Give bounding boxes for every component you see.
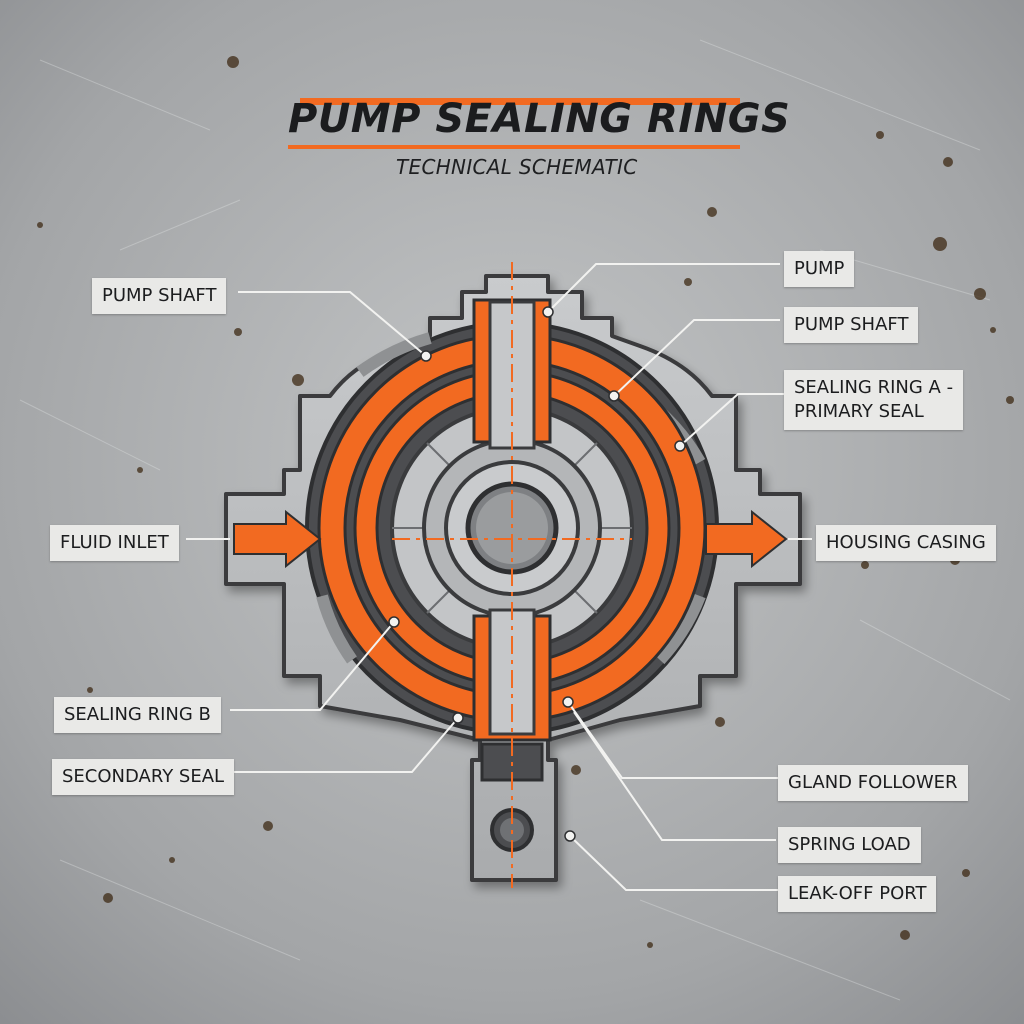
label-pump-shaft-right: PUMP SHAFT [784,307,919,343]
leader-lines [186,263,812,891]
label-leak-off-port: LEAK-OFF PORT [778,876,937,912]
label-gland-follower: GLAND FOLLOWER [778,765,968,801]
outer-arc-left-top [356,332,432,377]
label-pump: PUMP [784,251,855,287]
fluid-inlet-arrow [233,509,322,569]
leader-pump [547,263,780,313]
title-part-sealing-rings: SEALING RINGS [435,96,791,142]
outer-arc-right-bottom [655,593,706,665]
centerlines [392,262,632,888]
label-pump-shaft-left: PUMP SHAFT [92,278,227,314]
title-accent-bar [300,98,740,105]
leader-gland-follower [567,701,778,779]
label-housing-casing: HOUSING CASING [816,525,996,561]
leader-leak-off-port [569,835,778,891]
fluid-outlet-arrow [705,509,788,569]
label-sealing-ring-b: SEALING RING B [54,697,221,733]
outer-arc-left-bottom [316,594,357,664]
leader-sealing-ring-b [230,621,395,711]
title-underline [288,145,740,149]
label-sealing-ring-a-line2: PRIMARY SEAL [794,401,924,422]
leader-spring-load [573,711,776,841]
label-sealing-ring-a-line1: SEALING RING A - [794,377,954,398]
label-fluid-inlet: FLUID INLET [50,525,179,561]
leader-pump-shaft-left [238,291,427,357]
page-subtitle: TECHNICAL SCHEMATIC [396,155,638,179]
page-title: PUMP SEALING RINGS [288,96,790,142]
label-sealing-ring-a: SEALING RING A - PRIMARY SEAL [784,370,964,430]
leader-sealing-ring-a [679,393,784,447]
leader-pump-shaft-right [613,319,780,397]
label-spring-load: SPRING LOAD [778,827,921,863]
leader-secondary-seal [228,717,459,773]
title-part-pump: PUMP [288,96,421,142]
leader-dots [388,306,686,842]
bearing-segments [392,408,632,648]
label-secondary-seal: SECONDARY SEAL [52,759,235,795]
